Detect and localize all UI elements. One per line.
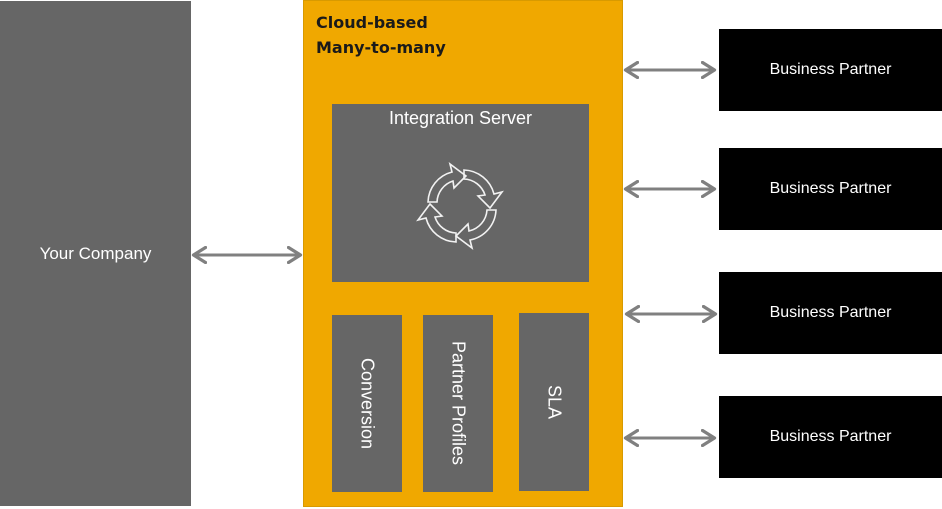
your-company-block: Your Company	[0, 1, 191, 506]
cloud-title: Cloud-based Many-to-many	[316, 10, 446, 60]
conversion-label: Conversion	[357, 357, 378, 450]
sla-module: SLA	[519, 313, 589, 491]
business-partner-label: Business Partner	[769, 180, 892, 197]
your-company-label: Your Company	[39, 243, 152, 263]
refresh-cycle-icon	[416, 162, 504, 250]
business-partner-2: Business Partner	[719, 148, 942, 230]
business-partner-3: Business Partner	[719, 272, 942, 354]
business-partner-label: Business Partner	[769, 61, 892, 78]
cloud-title-line2: Many-to-many	[316, 38, 446, 57]
business-partner-label: Business Partner	[769, 428, 892, 445]
integration-server-block: Integration Server	[332, 104, 589, 282]
business-partner-4: Business Partner	[719, 396, 942, 478]
partner-profiles-label: Partner Profiles	[448, 341, 469, 466]
business-partner-1: Business Partner	[719, 29, 942, 111]
integration-server-label: Integration Server	[388, 108, 533, 128]
cloud-title-line1: Cloud-based	[316, 13, 428, 32]
conversion-module: Conversion	[332, 315, 402, 492]
partner-profiles-module: Partner Profiles	[423, 315, 493, 492]
sla-label: SLA	[544, 384, 565, 420]
business-partner-label: Business Partner	[769, 304, 892, 321]
